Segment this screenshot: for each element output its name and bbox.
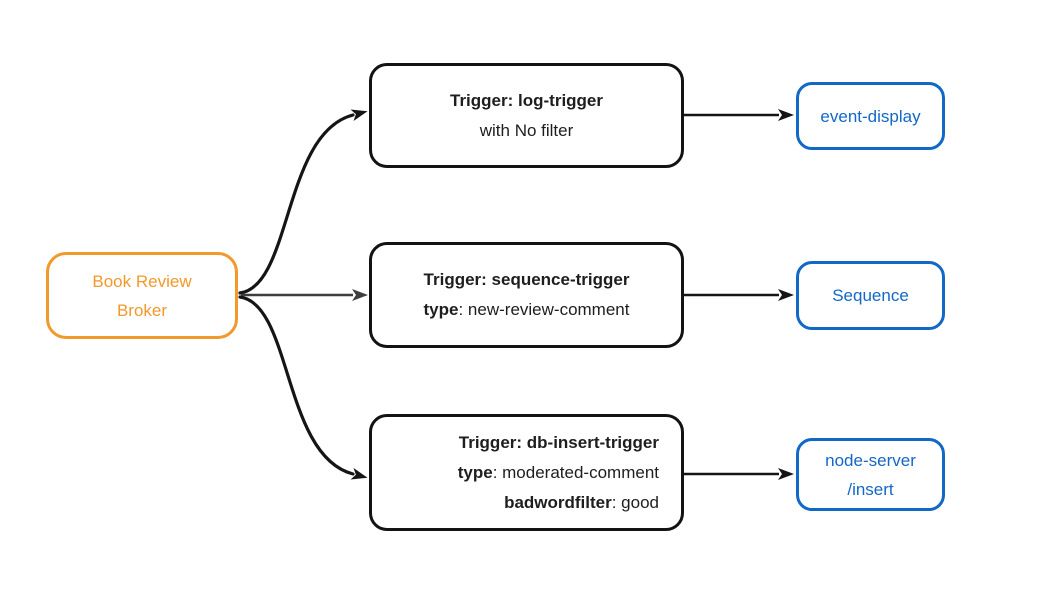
- sink-node-sequence: Sequence: [796, 261, 945, 330]
- trigger-filter-row: type: new-review-comment: [423, 300, 630, 319]
- broker-node: Book Review Broker: [46, 252, 238, 339]
- edge-broker-to-log-trigger: [238, 109, 368, 295]
- trigger-title: Trigger: db-insert-trigger: [458, 432, 659, 452]
- trigger-title: Trigger: sequence-trigger: [423, 270, 630, 289]
- trigger-filter-row: with No filter: [479, 120, 574, 140]
- trigger-node-log-trigger: Trigger: log-trigger with No filter: [369, 63, 684, 168]
- sink-label-line1: node-server: [825, 450, 916, 470]
- sink-label-line2: /insert: [847, 479, 894, 499]
- trigger-node-db-insert-trigger: Trigger: db-insert-trigger type: moderat…: [369, 414, 684, 531]
- broker-label-line1: Book Review: [92, 271, 192, 291]
- trigger-filter-row: type: moderated-comment: [457, 462, 659, 482]
- sink-label-line1: Sequence: [832, 286, 909, 305]
- sink-node-node-server-insert: node-server /insert: [796, 438, 945, 511]
- trigger-node-sequence-trigger: Trigger: sequence-trigger type: new-revi…: [369, 242, 684, 348]
- trigger-title: Trigger: log-trigger: [450, 90, 603, 110]
- sink-node-event-display: event-display: [796, 82, 945, 150]
- edge-broker-to-db-insert-trigger: [238, 295, 368, 480]
- sink-label-line1: event-display: [820, 106, 921, 126]
- broker-label-line2: Broker: [116, 300, 168, 320]
- trigger-filter-row: badwordfilter: good: [504, 492, 659, 512]
